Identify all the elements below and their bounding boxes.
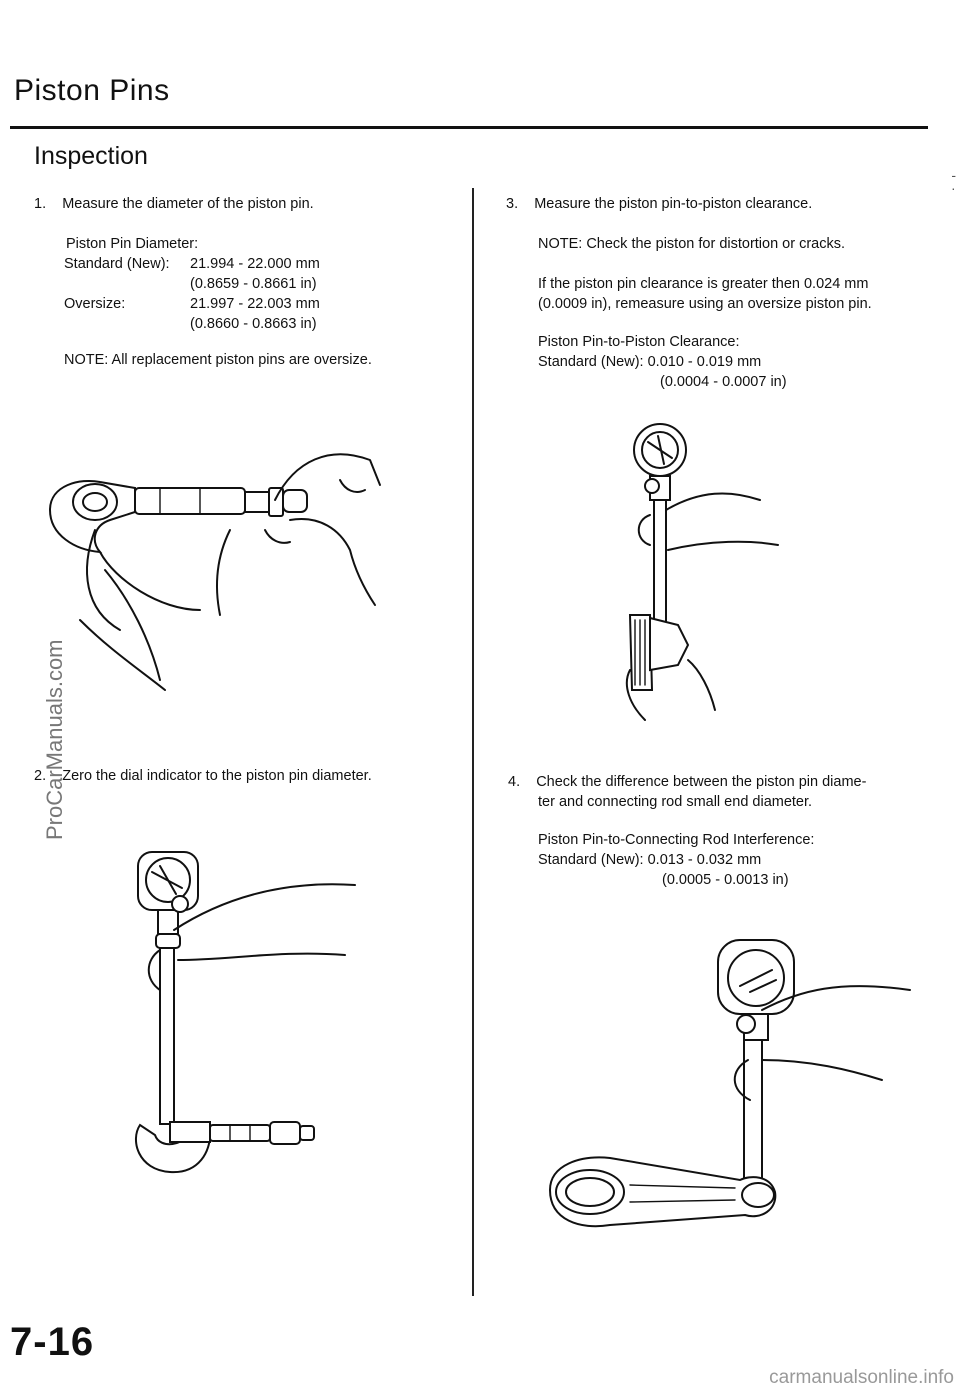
step-1-oversize-mm: 21.997 - 22.003 mm bbox=[190, 296, 320, 312]
step-3-standard-in: (0.0004 - 0.0007 in) bbox=[660, 374, 787, 390]
step-4-line-1: 4. Check the difference between the pist… bbox=[508, 774, 867, 790]
step-4-spec-title: Piston Pin-to-Connecting Rod Interferenc… bbox=[538, 832, 815, 848]
step-4-standard-in: (0.0005 - 0.0013 in) bbox=[662, 872, 789, 888]
step-3-spec-title: Piston Pin-to-Piston Clearance: bbox=[538, 334, 740, 350]
step-1-standard-in: (0.8659 - 0.8661 in) bbox=[190, 276, 317, 292]
step-3-text: 3. Measure the piston pin-to-piston clea… bbox=[506, 196, 813, 212]
page-number: 7-16 bbox=[10, 1320, 95, 1364]
step-3-note: NOTE: Check the piston for distortion or… bbox=[538, 236, 846, 252]
margin-marks: -. bbox=[951, 167, 956, 193]
step-2-text: 2. Zero the dial indicator to the piston… bbox=[34, 768, 372, 784]
step-1-note: NOTE: All replacement piston pins are ov… bbox=[64, 352, 372, 368]
step-1-spec-title: Piston Pin Diameter: bbox=[66, 236, 199, 252]
dial-gauge-micrometer-illustration bbox=[135, 851, 356, 1174]
step-3-para-line-2: (0.0009 in), remeasure using an oversize… bbox=[538, 296, 872, 312]
column-divider bbox=[472, 188, 474, 1296]
step-1-standard-label: Standard (New): bbox=[64, 256, 170, 272]
step-1-oversize-label: Oversize: bbox=[64, 296, 126, 312]
step-4-standard: Standard (New): 0.013 - 0.032 mm bbox=[538, 852, 762, 868]
title-rule bbox=[10, 126, 928, 129]
step-1-oversize-in: (0.8660 - 0.8663 in) bbox=[190, 316, 317, 332]
step-1-text: 1. Measure the diameter of the piston pi… bbox=[34, 196, 314, 212]
page-title: Piston Pins bbox=[14, 74, 170, 107]
watermark: ProCarManuals.com bbox=[42, 639, 67, 840]
micrometer-illustration bbox=[48, 453, 381, 691]
step-3-para-line-1: If the piston pin clearance is greater t… bbox=[538, 276, 869, 292]
step-3-standard: Standard (New): 0.010 - 0.019 mm bbox=[538, 354, 762, 370]
step-1-standard-mm: 21.994 - 22.000 mm bbox=[190, 256, 320, 272]
site-footer: carmanualsonline.info bbox=[769, 1367, 954, 1388]
dial-gauge-piston-illustration bbox=[625, 423, 779, 721]
step-4-line-2: ter and connecting rod small end diamete… bbox=[538, 794, 813, 810]
dial-gauge-connecting-rod-illustration bbox=[548, 939, 911, 1228]
section-title: Inspection bbox=[34, 142, 148, 170]
